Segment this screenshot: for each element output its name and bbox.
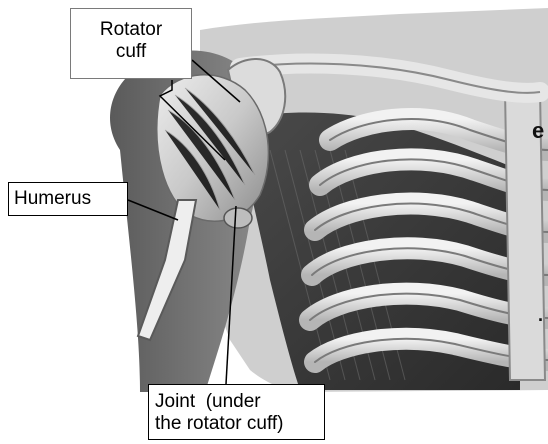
joint-label-line-1: Joint (under [155,391,324,413]
edge-fragment-dot: . [538,305,543,326]
joint-label: Joint (under the rotator cuff) [148,384,325,440]
edge-fragment-e: e [532,118,544,144]
joint-label-line-2: the rotator cuff) [155,413,324,435]
rotator-cuff-label: Rotator cuff [70,8,192,79]
joint-capsule [224,208,252,228]
humerus-label-text: Humerus [14,188,127,210]
humerus-label: Humerus [8,182,128,216]
rotator-cuff-label-line-2: cuff [71,41,191,63]
rotator-cuff-label-line-1: Rotator [71,19,191,41]
